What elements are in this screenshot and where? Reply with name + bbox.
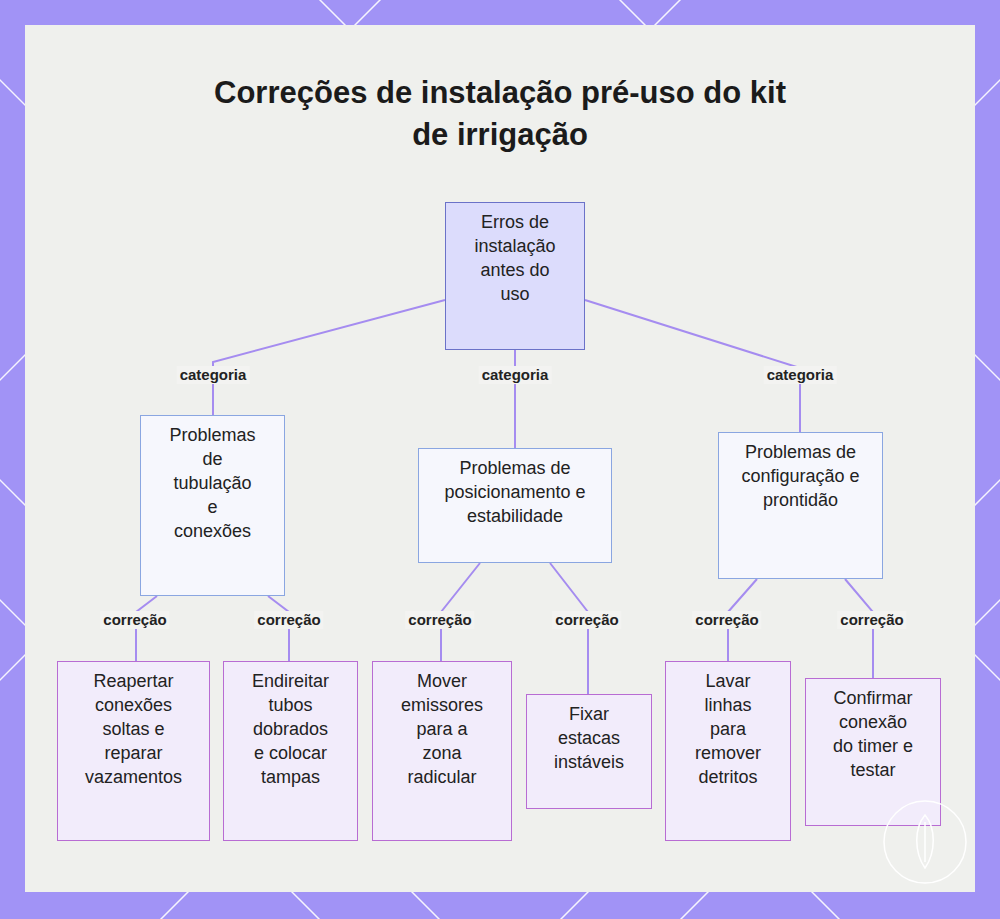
category-box: Problemas de tubulação e conexões — [140, 415, 285, 596]
action-box: Confirmar conexão do timer e testar — [805, 678, 941, 826]
node-text: Erros de instalação antes do uso — [468, 210, 562, 306]
action-box: Fixar estacas instáveis — [526, 694, 652, 809]
category-box: Problemas de posicionamento e estabilida… — [418, 448, 612, 563]
panel-tint — [25, 25, 975, 892]
diagram-title: Correções de instalação pré-uso do kit d… — [200, 72, 800, 156]
edge-label: categoria — [479, 366, 552, 384]
edge-label: categoria — [177, 366, 250, 384]
node-text: Confirmar conexão do timer e testar — [829, 686, 917, 782]
node-text: Problemas de posicionamento e estabilida… — [443, 456, 587, 528]
node-text: Lavar linhas para remover detritos — [691, 669, 765, 789]
edge-label: correção — [405, 611, 474, 629]
logo-mark — [917, 815, 934, 868]
logo-ring — [884, 801, 966, 883]
content-panel — [25, 25, 975, 892]
action-box: Mover emissores para a zona radicular — [372, 661, 512, 841]
node-text: Mover emissores para a zona radicular — [399, 669, 485, 789]
edge-label: correção — [254, 611, 323, 629]
category-box: Problemas de configuração e prontidão — [718, 432, 883, 579]
node-text: Problemas de tubulação e conexões — [169, 423, 256, 543]
node-text: Endireitar tubos dobrados e colocar tamp… — [246, 669, 335, 789]
node-text: Fixar estacas instáveis — [550, 702, 628, 774]
connector — [213, 300, 445, 415]
action-box: Lavar linhas para remover detritos — [665, 661, 791, 841]
root-box: Erros de instalação antes do uso — [445, 202, 585, 350]
edge-label: correção — [100, 611, 169, 629]
node-text: Reapertar conexões soltas e reparar vaza… — [79, 669, 188, 789]
edge-label: categoria — [764, 366, 837, 384]
node-text: Problemas de configuração e prontidão — [741, 440, 860, 512]
edge-label: correção — [552, 611, 621, 629]
action-box: Endireitar tubos dobrados e colocar tamp… — [223, 661, 358, 841]
action-box: Reapertar conexões soltas e reparar vaza… — [57, 661, 210, 841]
edge-label: correção — [837, 611, 906, 629]
connector — [514, 350, 516, 448]
edge-label: correção — [692, 611, 761, 629]
